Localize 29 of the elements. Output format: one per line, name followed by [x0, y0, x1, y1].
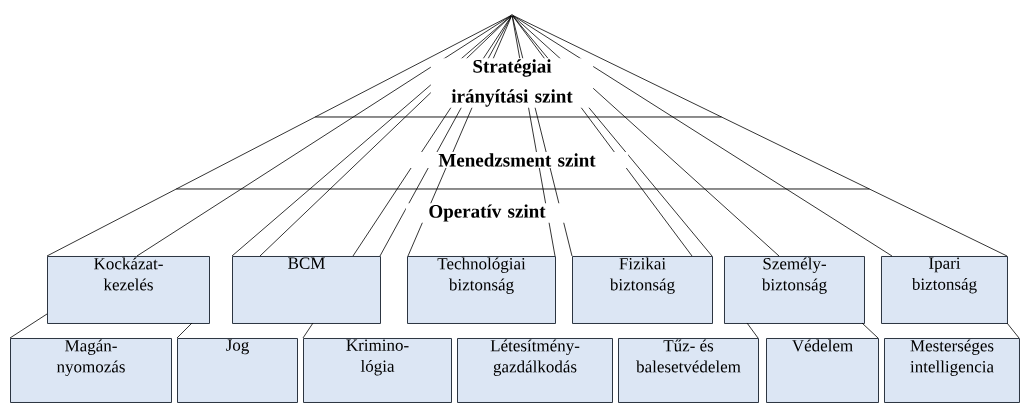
level-label: Stratégiai irányítási szint: [451, 59, 573, 107]
connector-line: [511, 15, 573, 257]
connector-line: [136, 15, 512, 257]
connector-line: [379, 15, 512, 257]
level-label: Menedzsment szint: [438, 153, 596, 167]
connector-line: [302, 322, 314, 339]
connector-line: [176, 322, 193, 339]
topic-box: Személy- biztonság: [724, 256, 865, 324]
topic-box: Krimino- lógia: [303, 338, 452, 403]
topic-box: BCM: [232, 256, 381, 324]
topic-box: Tűz- és balesetvédelem: [618, 338, 759, 403]
connector-line: [512, 15, 893, 257]
connector-line: [1006, 322, 1020, 339]
level-label: Operatív szint: [429, 204, 546, 222]
connector-line: [9, 313, 48, 339]
topic-box: Kockázat- kezelés: [47, 256, 210, 324]
connector-line: [861, 322, 879, 339]
topic-box: Létesítmény- gazdálkodás: [457, 338, 613, 403]
topic-box: Mesterséges intelligencia: [884, 338, 1020, 403]
topic-box: Védelem: [766, 338, 879, 403]
connector-line: [407, 15, 512, 257]
topic-box: Jog: [177, 338, 298, 403]
connector-line: [512, 15, 780, 257]
topic-box: Technológiai biztonság: [407, 256, 556, 324]
topic-box: Fizikai biztonság: [572, 256, 713, 324]
connector-line: [746, 322, 759, 339]
topic-box: Magán- nyomozás: [10, 338, 172, 403]
connector-line: [512, 15, 1008, 257]
topic-box: Ipari biztonság: [881, 256, 1008, 324]
